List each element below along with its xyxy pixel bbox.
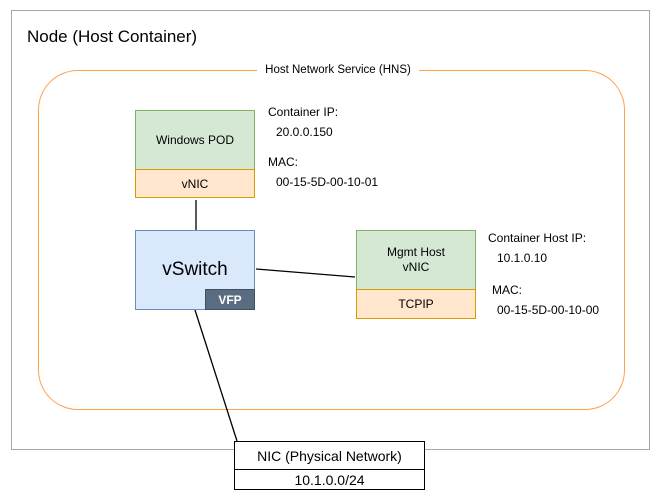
mgmt-host-label-line2: vNIC [402, 260, 430, 274]
mgmt-host-vnic-box: Mgmt Host vNIC [356, 230, 476, 290]
windows-pod-stack: Windows POD vNIC [135, 110, 255, 198]
physical-nic-title: NIC (Physical Network) [257, 447, 402, 464]
mgmt-info-block: Container Host IP: 10.1.0.10 MAC: 00-15-… [488, 228, 599, 320]
hns-label: Host Network Service (HNS) [257, 63, 419, 78]
vswitch-label: vSwitch [162, 259, 228, 280]
spacer [488, 268, 599, 280]
mgmt-host-label-line1: Mgmt Host [386, 245, 445, 259]
physical-nic-subnet: 10.1.0.0/24 [235, 469, 424, 489]
vswitch-box: vSwitch VFP [135, 230, 255, 310]
mgmt-ip-value: 10.1.0.10 [497, 251, 548, 265]
node-title: Node (Host Container) [27, 27, 198, 46]
pod-vnic-box: vNIC [135, 169, 255, 198]
pod-info-block: Container IP: 20.0.0.150 MAC: 00-15-5D-0… [268, 102, 378, 192]
pod-mac-label: MAC: [268, 155, 298, 169]
mgmt-host-vnic-stack: Mgmt Host vNIC TCPIP [356, 230, 476, 319]
windows-pod-box: Windows POD [135, 110, 255, 170]
tcpip-label: TCPIP [398, 297, 434, 311]
vswitch-to-physical-nic-line [194, 309, 238, 442]
mgmt-ip-label: Container Host IP: [488, 231, 587, 245]
pod-ip-label: Container IP: [268, 105, 339, 119]
pod-ip-value: 20.0.0.150 [276, 125, 333, 139]
tcpip-box: TCPIP [356, 289, 476, 319]
vfp-badge: VFP [205, 289, 255, 310]
vswitch-to-mgmt-line [255, 268, 356, 278]
mgmt-mac-value: 00-15-5D-00-10-00 [497, 303, 600, 317]
windows-pod-label: Windows POD [155, 132, 235, 147]
mgmt-mac-label: MAC: [492, 283, 522, 297]
pod-vnic-label: vNIC [181, 176, 209, 191]
spacer [268, 142, 378, 152]
vfp-label: VFP [218, 292, 242, 307]
pod-mac-value: 00-15-5D-00-10-01 [276, 175, 379, 189]
physical-nic-box: NIC (Physical Network) 10.1.0.0/24 [234, 441, 425, 490]
